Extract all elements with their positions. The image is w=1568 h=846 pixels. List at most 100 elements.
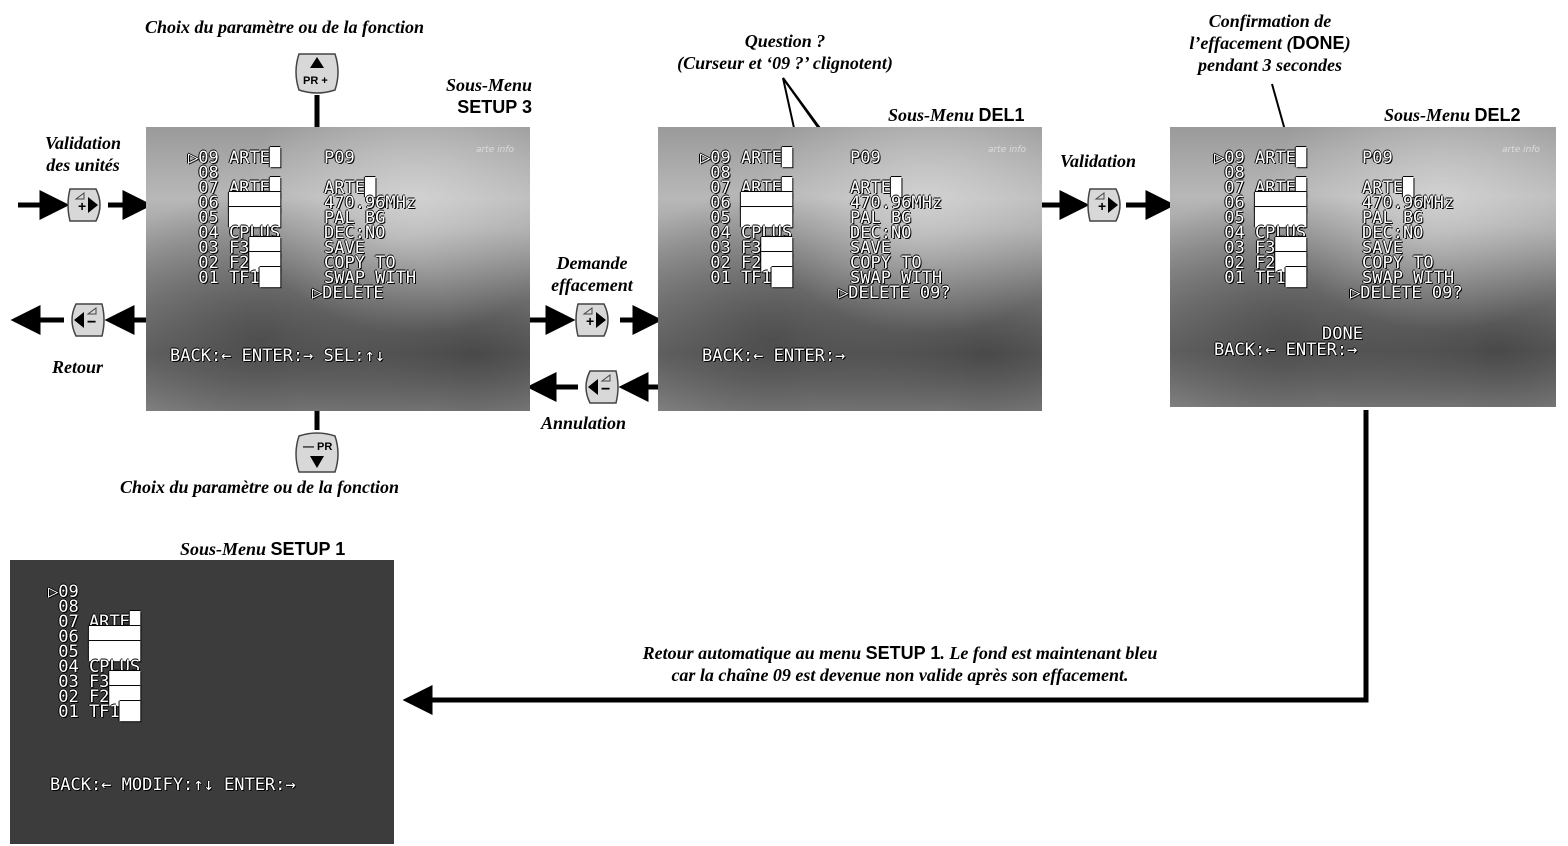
channel-list: ▷09 08 07 ARTE█ 06 █████ 05 █████ 04 CPL… — [48, 584, 140, 750]
menu-item-delete[interactable]: ▷DELETE — [312, 283, 384, 303]
menu-item-delete-confirm[interactable]: ▷DELETE 09? — [838, 283, 951, 303]
logo: arte info — [1501, 145, 1540, 155]
value-row: SAVE — [850, 238, 891, 258]
pr-plus-button[interactable]: PR + — [293, 52, 341, 94]
channel-row: 06 █████ — [700, 193, 793, 213]
channel-row: 08 — [188, 163, 219, 183]
channel-row: 06 █████ — [1214, 193, 1307, 213]
caption-line: (Curseur et ‘09 ?’ clignotent) — [677, 53, 893, 73]
value-row: SWAP WITH — [1362, 268, 1455, 288]
value-row: DEC:NO — [1362, 223, 1424, 243]
label-del2-italic: Sous-Menu — [1384, 105, 1471, 125]
caption-part: Retour automatique au menu — [642, 643, 866, 663]
channel-row: 04 CPLUS — [188, 223, 281, 243]
value-row: SAVE — [324, 238, 365, 258]
plus-right-button-validation[interactable]: + — [66, 185, 106, 225]
label-setup1-bold: SETUP 1 — [270, 539, 346, 559]
osd-del2: ▷09 ARTE█ 08 07 ARTE█ 06 █████ 05 █████ … — [1170, 127, 1556, 407]
channel-row: 01 TF1██ — [1214, 268, 1307, 288]
value-row: ARTE█ — [850, 178, 902, 198]
pr-minus-button[interactable]: — PR — [293, 432, 341, 474]
channel-row: 07 ARTE█ — [700, 178, 793, 198]
svg-text:+: + — [1098, 198, 1106, 214]
caption-line: car la chaîne 09 est devenue non valide … — [671, 665, 1129, 685]
caption-line: effacement — [551, 275, 633, 295]
channel-row: 03 F3███ — [1214, 238, 1307, 258]
label-del1-bold: DEL1 — [978, 105, 1025, 125]
channel-row: 08 — [48, 597, 79, 617]
value-row: DEC:NO — [850, 223, 912, 243]
plus-right-button-demande[interactable]: + — [574, 300, 614, 340]
value-row: COPY TO — [850, 253, 922, 273]
value-row: P09 — [850, 148, 881, 168]
osd-footer: BACK:← ENTER:→ — [702, 346, 846, 366]
caption-line: Question ? — [744, 31, 826, 51]
channel-row: 05 █████ — [48, 642, 141, 662]
value-row: COPY TO — [324, 253, 396, 273]
caption-line: Validation — [44, 133, 122, 153]
value-list: P09 ARTE█ 470.96MHz PAL BG DEC:NO SAVE C… — [838, 148, 951, 316]
caption-line: Retour automatique au menu SETUP 1. Le f… — [520, 642, 1280, 664]
channel-row: 03 F3███ — [700, 238, 793, 258]
plus-right-button-validation-del[interactable]: + — [1086, 185, 1126, 225]
value-row: COPY TO — [1362, 253, 1434, 273]
osd-footer: BACK:← ENTER:→ SEL:↑↓ — [170, 346, 385, 366]
channel-row: 07 ARTE█ — [188, 178, 281, 198]
channel-row: 02 F2███ — [48, 687, 141, 707]
label-del2-bold: DEL2 — [1474, 105, 1521, 125]
osd-footer: BACK:← MODIFY:↑↓ ENTER:→ — [50, 775, 296, 795]
label-setup3-italic: Sous-Menu — [445, 75, 532, 95]
channel-row: 02 F2███ — [700, 253, 793, 273]
minus-left-button-retour[interactable]: − — [66, 300, 106, 340]
caption-line: des unités — [46, 155, 120, 175]
channel-row: 08 — [1214, 163, 1245, 183]
caption-annulation: Annulation — [541, 413, 627, 433]
screen-del2: arte info ▷09 ARTE█ 08 07 ARTE█ 06 █████… — [1170, 127, 1556, 407]
channel-row: ▷09 ARTE█ — [700, 148, 793, 168]
pr-plus-label: PR + — [303, 75, 328, 87]
channel-row: 04 CPLUS — [700, 223, 793, 243]
value-row: SWAP WITH — [850, 268, 943, 288]
screen-setup1: ▷09 08 07 ARTE█ 06 █████ 05 █████ 04 CPL… — [10, 560, 394, 844]
osd-footer: BACK:← ENTER:→ — [1214, 340, 1358, 360]
value-row: 470.96MHz — [1362, 193, 1455, 213]
caption-part: l’effacement ( — [1189, 33, 1293, 53]
caption-demande: Demande effacement — [532, 252, 652, 296]
pr-minus-label: — PR — [303, 441, 332, 453]
done-message: DONE — [1322, 324, 1363, 344]
label-setup3-bold: SETUP 3 — [457, 97, 532, 117]
channel-row: 01 TF1██ — [700, 268, 793, 288]
svg-text:−: − — [87, 314, 96, 331]
caption-choix-bottom: Choix du paramètre ou de la fonction — [120, 477, 400, 497]
caption-part-bold: SETUP 1 — [865, 643, 941, 663]
value-list: P09 ARTE█ 470.96MHz PAL BG DEC:NO SAVE C… — [1350, 148, 1463, 316]
value-row: 470.96MHz — [324, 193, 417, 213]
caption-question: Question ? (Curseur et ‘09 ?’ clignotent… — [630, 30, 940, 74]
caption-validation: Validation — [1060, 151, 1137, 171]
label-setup1-italic: Sous-Menu — [180, 539, 267, 559]
value-row: PAL BG — [324, 208, 386, 228]
minus-left-button-annulation[interactable]: − — [580, 367, 620, 407]
channel-row: 07 ARTE█ — [48, 612, 141, 632]
value-row: ARTE█ — [324, 178, 376, 198]
menu-item-delete-confirm[interactable]: ▷DELETE 09? — [1350, 283, 1463, 303]
svg-text:+: + — [586, 313, 594, 329]
screen-del1: arte info ▷09 ARTE█ 08 07 ARTE█ 06 █████… — [658, 127, 1042, 411]
caption-choix-top: Choix du paramètre ou de la fonction — [145, 17, 425, 37]
caption-validation-unites: Validation des unités — [28, 132, 138, 176]
svg-text:+: + — [78, 198, 86, 214]
value-row: P09 — [1362, 148, 1393, 168]
osd-setup3: ▷09 ARTE█ 08 07 ARTE█ 06 █████ 05 █████ … — [146, 127, 530, 411]
value-row: DEC:NO — [324, 223, 386, 243]
value-list: P09 ARTE█ 470.96MHz PAL BG DEC:NO SAVE C… — [312, 150, 416, 316]
button-shape — [67, 188, 101, 222]
label-setup3: Sous-Menu SETUP 3 — [410, 74, 532, 118]
caption-retour-auto: Retour automatique au menu SETUP 1. Le f… — [520, 642, 1280, 686]
channel-row: 04 CPLUS — [48, 657, 141, 677]
channel-row: 07 ARTE█ — [1214, 178, 1307, 198]
value-row: PAL BG — [850, 208, 912, 228]
osd-setup1: ▷09 08 07 ARTE█ 06 █████ 05 █████ 04 CPL… — [10, 560, 394, 844]
channel-row: ▷09 ARTE█ — [1214, 148, 1307, 168]
caption-line: pendant 3 secondes — [1198, 55, 1342, 75]
caption-line: Confirmation de — [1208, 11, 1332, 31]
